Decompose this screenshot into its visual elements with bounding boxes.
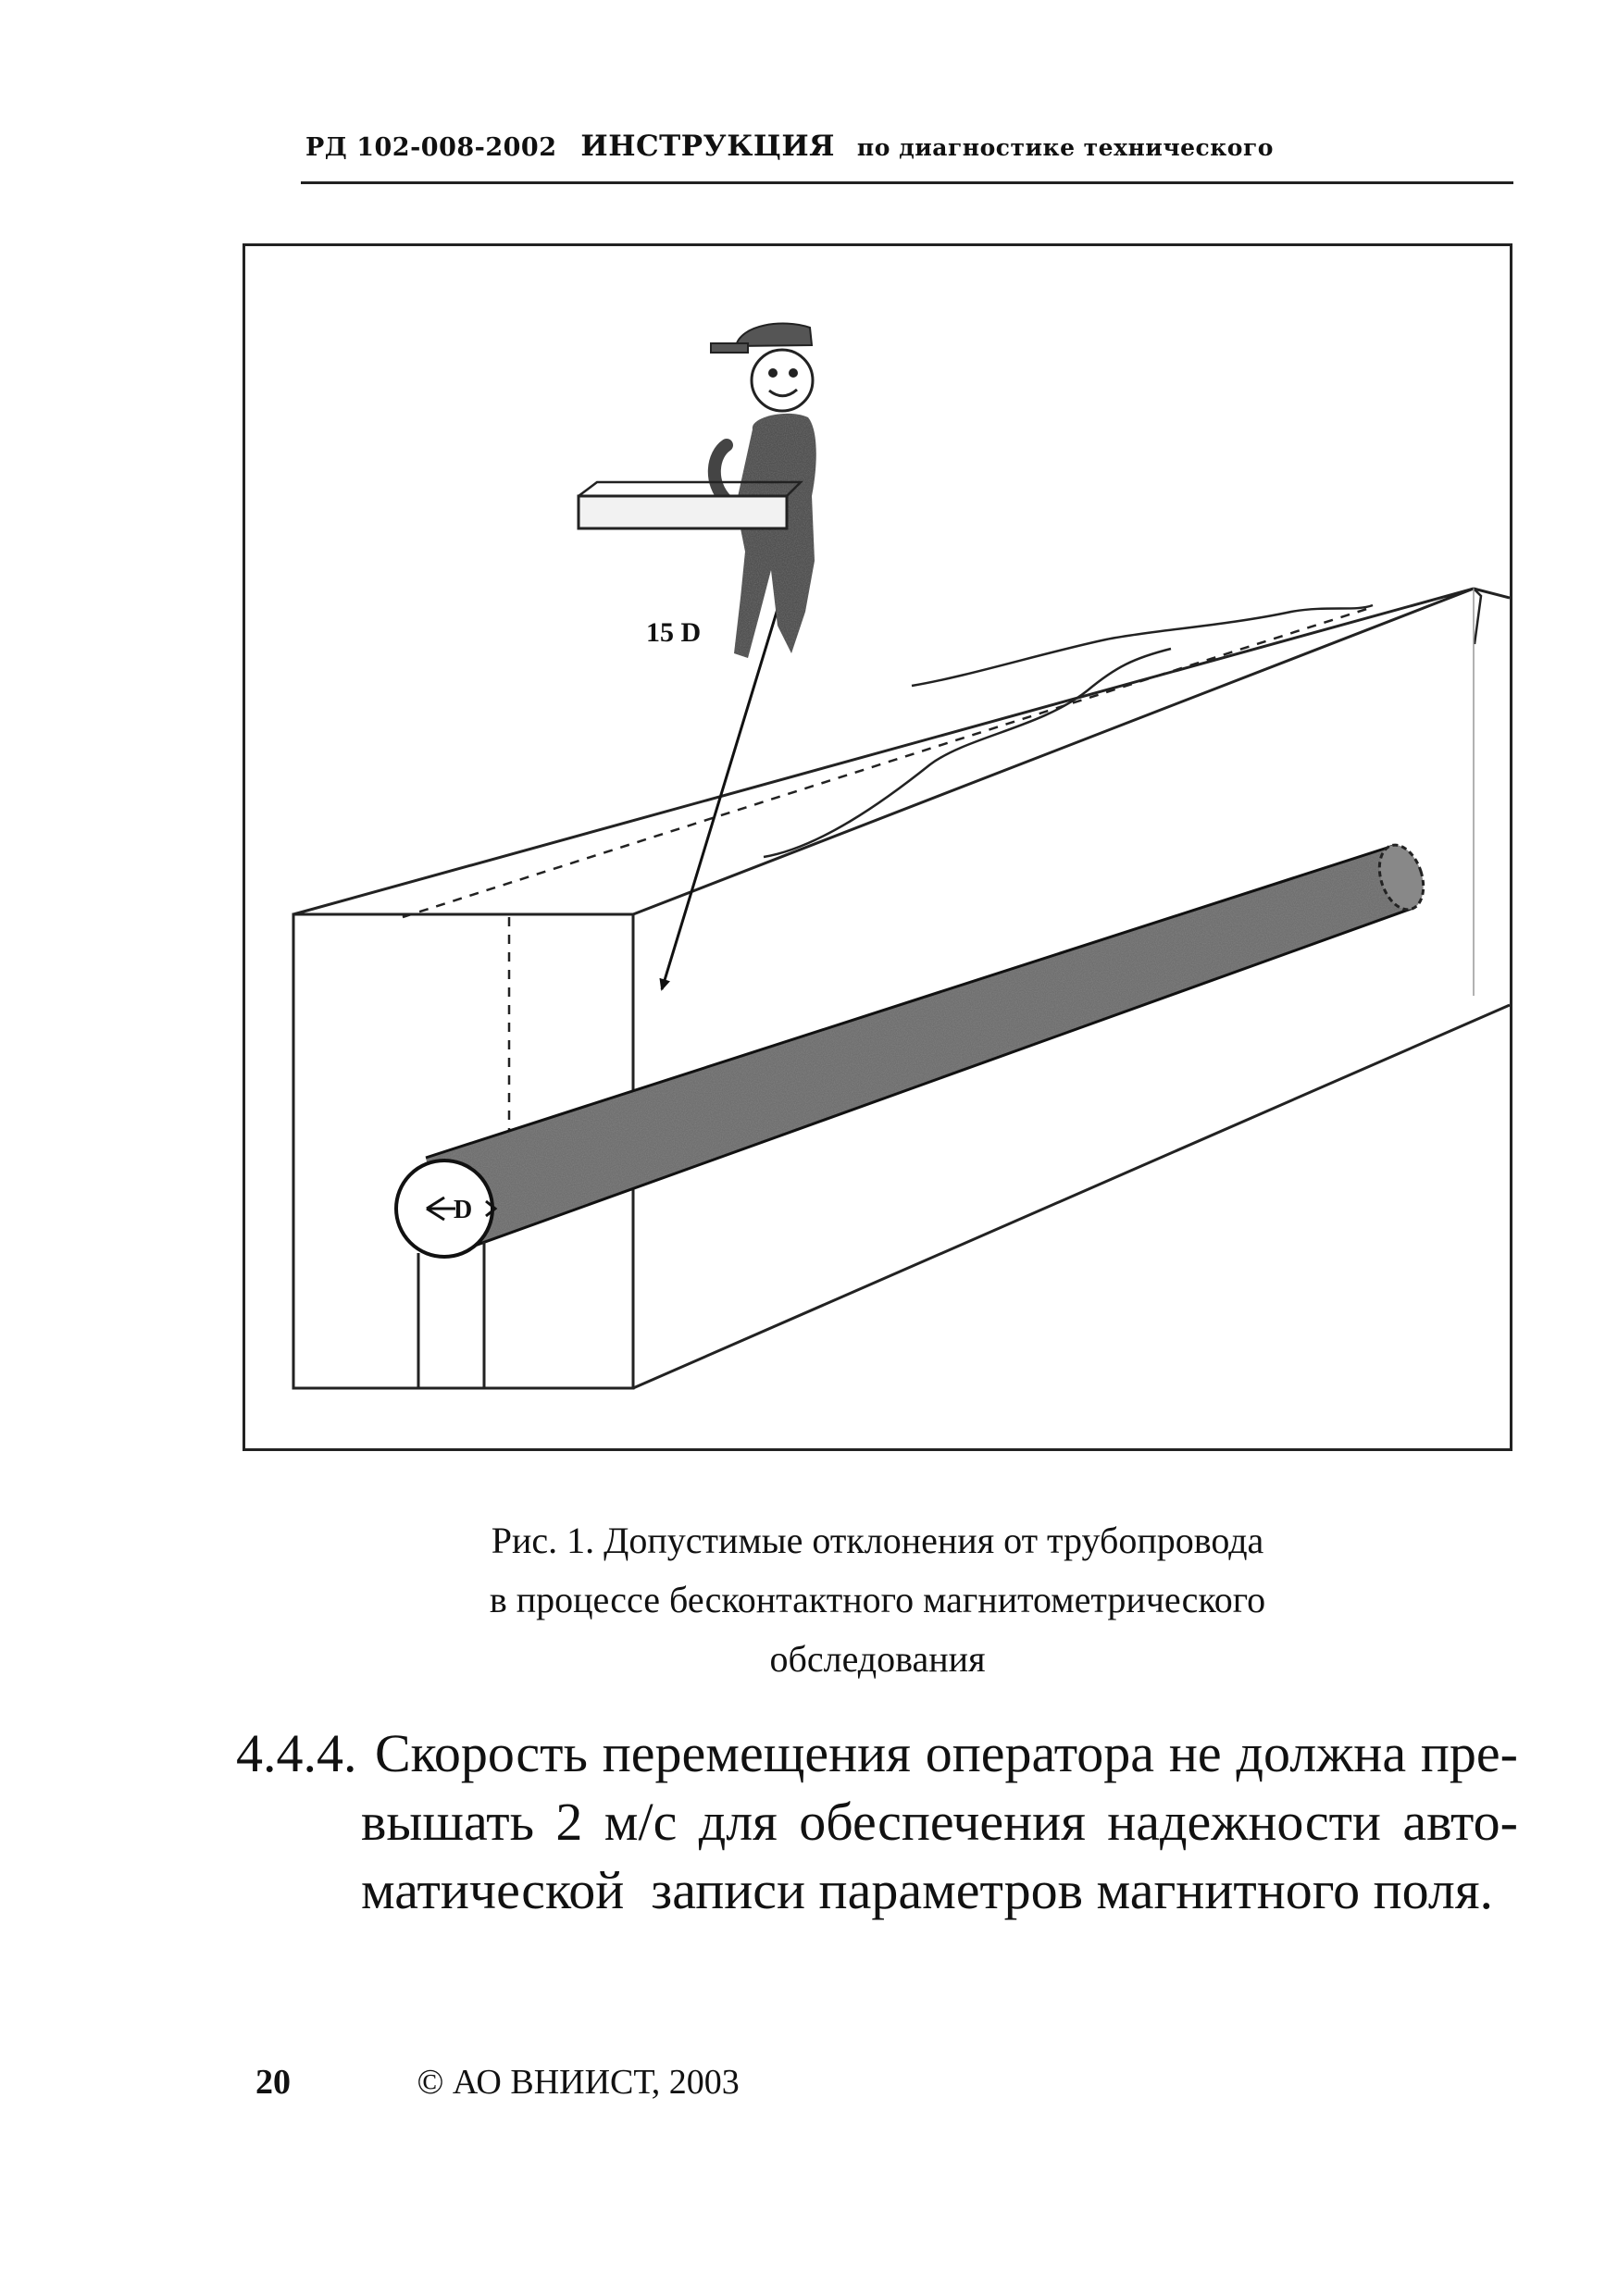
ground-surface-profile <box>1473 588 1483 645</box>
running-header: РД 102-008-2002 ИНСТРУКЦИЯ по диагностик… <box>305 130 1509 163</box>
diameter-arrow-right <box>485 1199 498 1218</box>
operator-figure <box>707 322 816 658</box>
diameter-label: D <box>454 1196 472 1224</box>
clause-line-2: вышать 2 м/с для обеспечения надежности … <box>361 1788 1518 1856</box>
word: вышать <box>361 1792 535 1852</box>
operator-head <box>750 348 815 413</box>
clause-number: 4.4.4. <box>236 1723 357 1783</box>
page-number: 20 <box>255 2063 291 2102</box>
terrain-line <box>763 603 1374 859</box>
word: 2 <box>555 1792 583 1852</box>
clause-4-4-4: 4.4.4. Скорость перемещения оператора не… <box>236 1719 1532 1925</box>
soil-block-top-face <box>292 587 1475 916</box>
pipeline-diagram: D 15 D <box>292 322 1510 1390</box>
word: авто- <box>1402 1792 1518 1852</box>
clause-line-1: Скорость перемещения оператора не должна… <box>375 1719 1518 1788</box>
word: для <box>698 1792 778 1852</box>
word: обеспечения <box>799 1792 1086 1852</box>
pipe-axis-dashed-line <box>402 605 1374 919</box>
document-title-rest: по диагностике технического <box>856 134 1274 161</box>
page-footer: 20 © АО ВНИИСТ, 2003 <box>255 2062 740 2103</box>
caption-line: Рис. 1. Допустимые отклонения от трубопр… <box>491 1520 1264 1561</box>
word: оператора <box>925 1723 1155 1783</box>
copyright: © АО ВНИИСТ, 2003 <box>417 2063 740 2102</box>
caption-line: обследования <box>769 1638 986 1680</box>
word: должна <box>1236 1723 1407 1783</box>
word: пре- <box>1420 1723 1518 1783</box>
header-rule <box>301 181 1513 184</box>
diameter-arrow-left <box>426 1196 455 1222</box>
document-title: ИНСТРУКЦИЯ <box>580 130 835 163</box>
caption-line: в процессе бесконтактного магнитометриче… <box>489 1579 1266 1620</box>
pipe-far-end <box>1377 843 1425 912</box>
word: надежности <box>1107 1792 1381 1852</box>
figure-frame: D 15 D <box>243 243 1512 1451</box>
word: Скорость <box>375 1723 588 1783</box>
soil-block-right-face <box>632 587 1510 1390</box>
magnetometer-device <box>577 494 789 530</box>
operator-cap <box>734 322 814 348</box>
word: не <box>1168 1723 1222 1783</box>
document-code: РД 102-008-2002 <box>305 133 557 162</box>
clause-line-3: матической записи параметров магнитного … <box>361 1860 1494 1920</box>
word: перемещения <box>602 1723 911 1783</box>
distance-label: 15 D <box>646 617 701 648</box>
word: м/с <box>604 1792 678 1852</box>
figure-caption: Рис. 1. Допустимые отклонения от трубопр… <box>243 1511 1512 1689</box>
